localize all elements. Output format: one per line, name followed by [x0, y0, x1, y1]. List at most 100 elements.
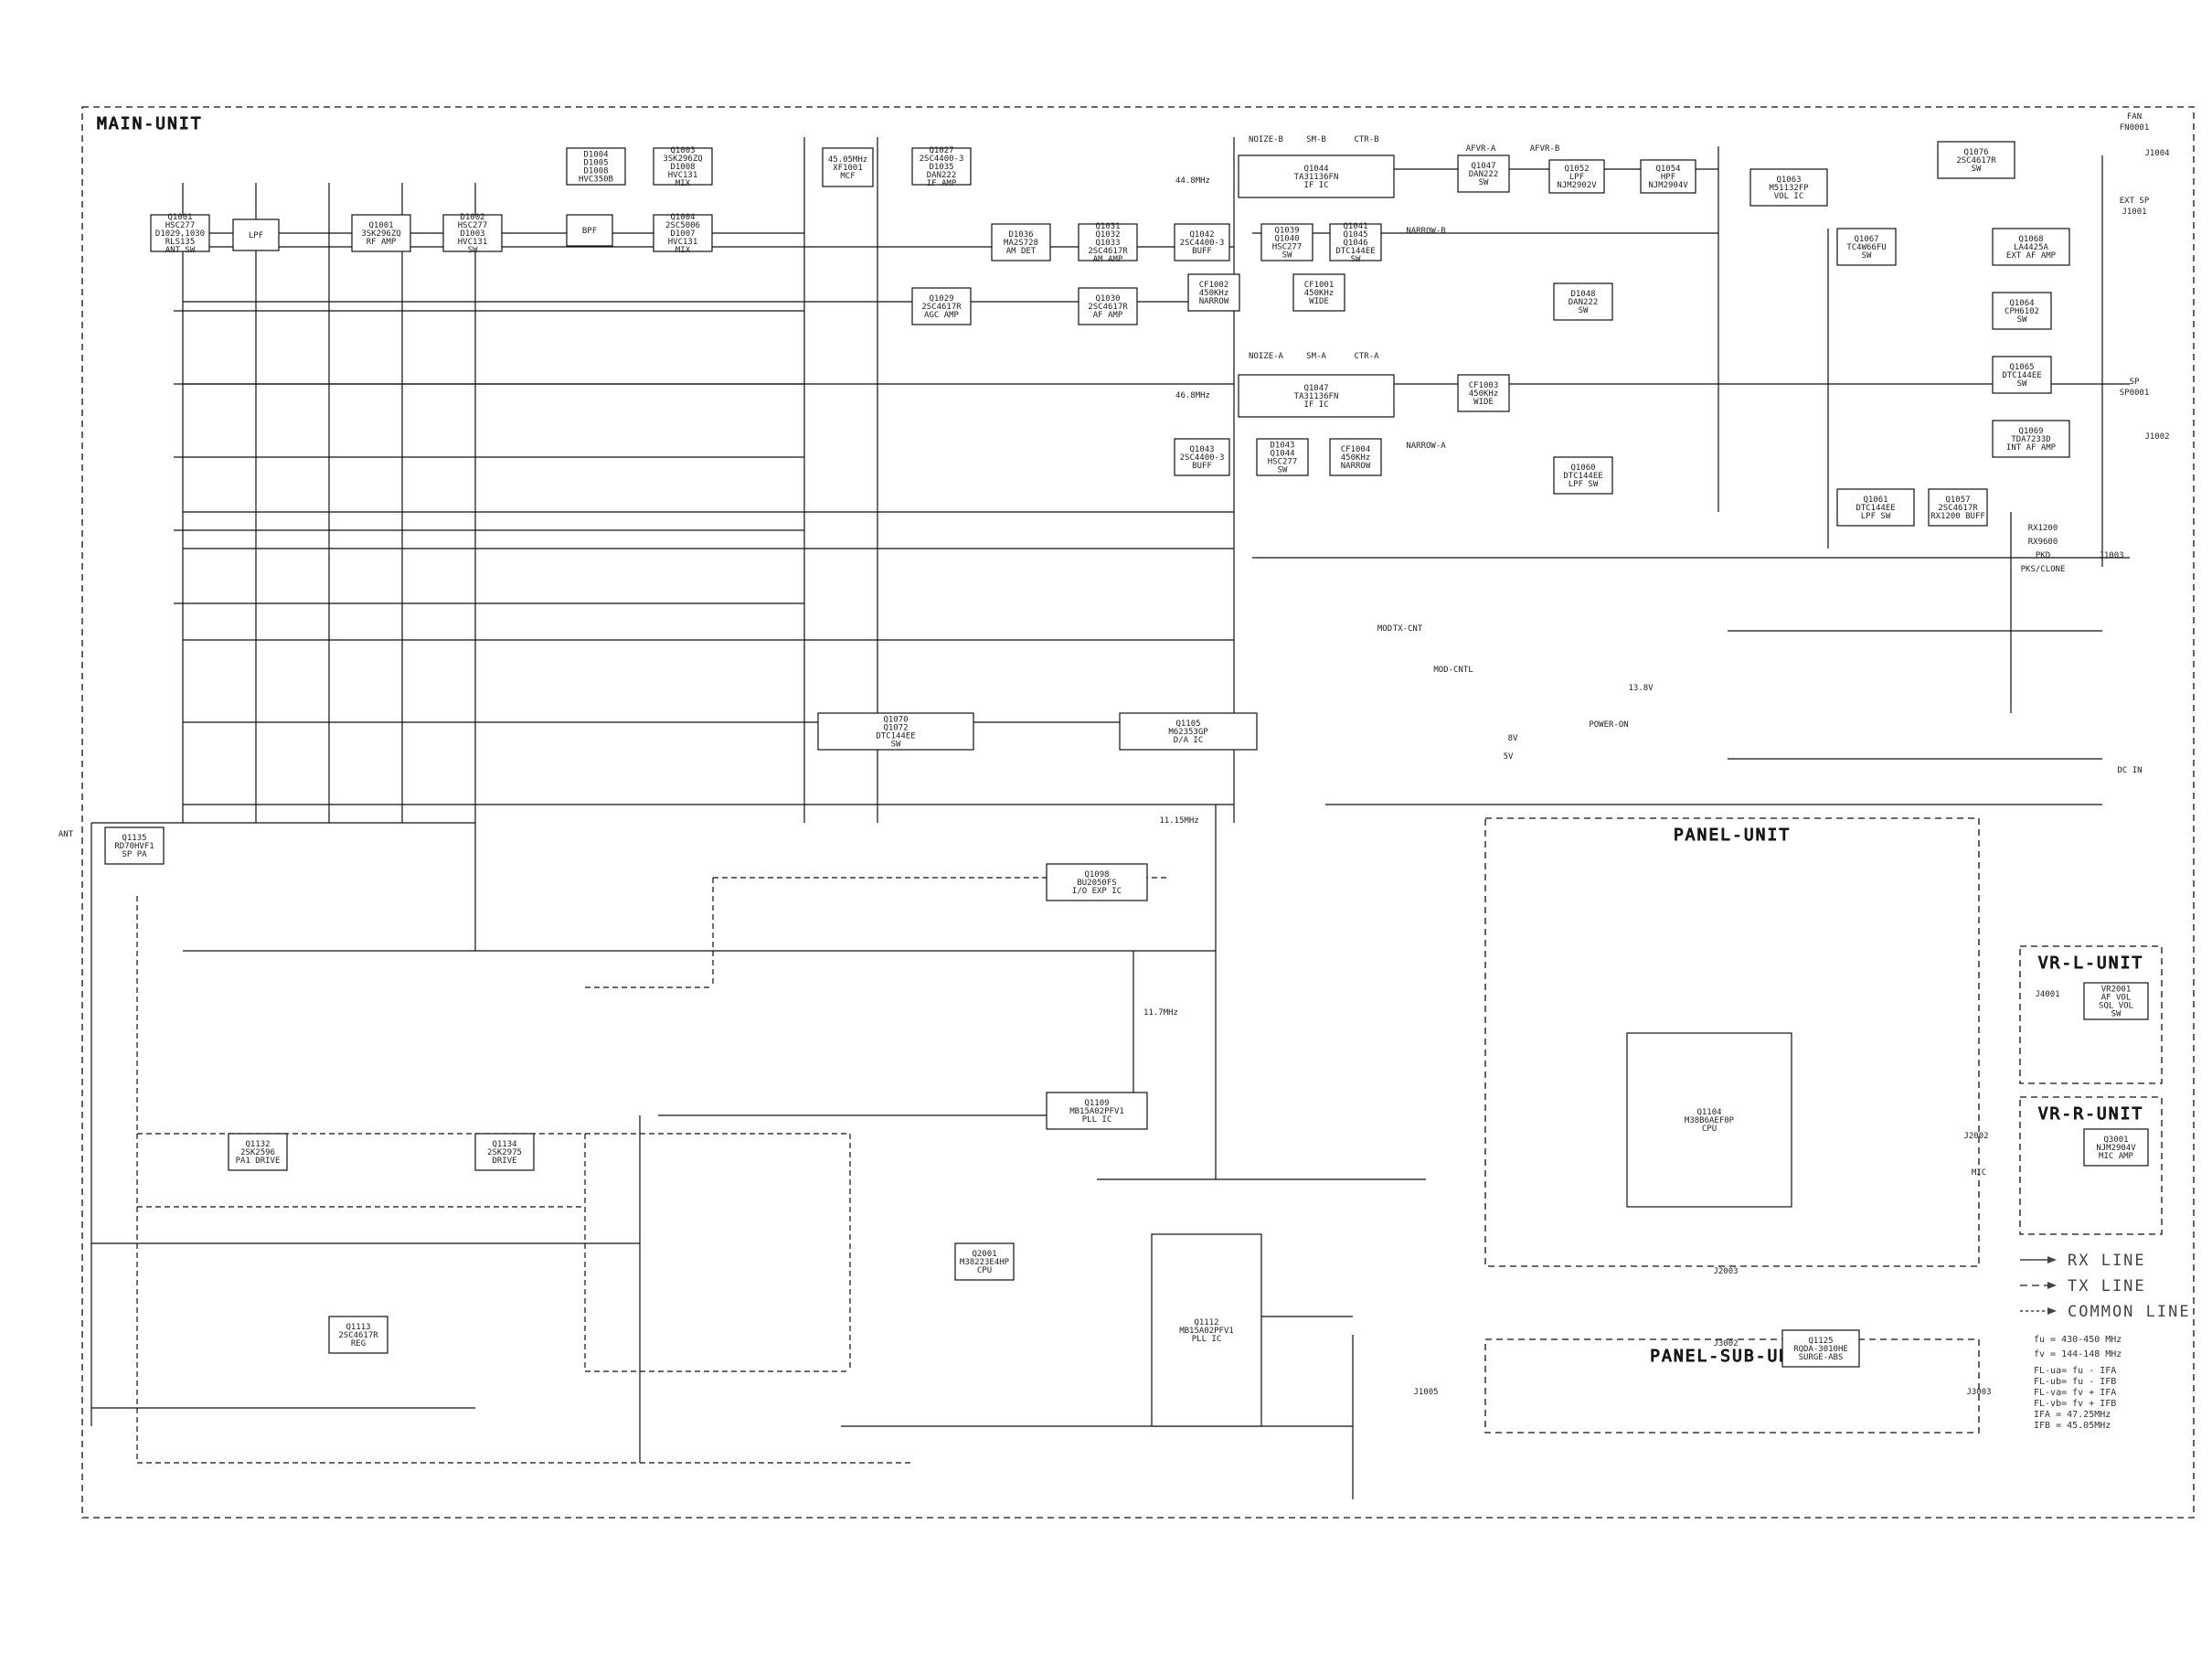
block-label: Q1112 — [1194, 1318, 1218, 1327]
block-label: M62353GP — [1168, 728, 1208, 737]
signal-label: 11.15MHz — [1159, 816, 1198, 826]
block-label: ANT SW — [165, 246, 196, 255]
block-label: Q1060 — [1570, 464, 1595, 473]
signal-label: 44.8MHz — [1175, 176, 1210, 186]
block-box — [1119, 712, 1258, 751]
block-label: 2SC4617R — [1088, 247, 1128, 256]
block-label: VOL IC — [1774, 192, 1804, 201]
block-label: Q1105 — [1175, 720, 1200, 729]
block-label: Q1104 — [1696, 1108, 1721, 1117]
block-label: MCF — [840, 172, 855, 181]
block-box — [566, 147, 626, 186]
signal-label: POWER-ON — [1589, 720, 1628, 730]
block-label: RX1200 BUFF — [1930, 512, 1985, 521]
block-label: SW — [1579, 306, 1589, 315]
block-label: 2SC5006 — [665, 221, 700, 230]
connector-label: SP0001 — [2120, 389, 2150, 398]
block-box — [104, 826, 165, 865]
block-label: CPU — [977, 1266, 992, 1275]
connector-label: J1004 — [2144, 149, 2169, 158]
block-label: D1008 — [670, 163, 695, 172]
block-label: D1036 — [1008, 230, 1033, 240]
block-label: Q1001 — [368, 221, 393, 230]
block-label: SW — [1282, 251, 1292, 261]
block-label: M38223E4HP — [960, 1258, 1010, 1267]
block-label: SW — [2111, 1010, 2122, 1019]
legend-arrow-icon — [2047, 1307, 2057, 1315]
block-label: Q1132 — [245, 1140, 270, 1149]
connector-label: J2002 — [1963, 1132, 1988, 1141]
block-label: XF1001 — [833, 164, 863, 173]
block-label: D1008 — [583, 167, 608, 176]
block-box — [1187, 273, 1240, 312]
block-label: 2SK2975 — [487, 1148, 522, 1157]
block-label: 2SC4617R — [1956, 156, 1996, 165]
block-label: HSC277 — [1272, 243, 1303, 252]
note-text: fu = 430-450 MHz — [2034, 1335, 2122, 1345]
block-box — [1046, 863, 1148, 901]
block-label: SW — [1278, 466, 1288, 475]
block-box — [1457, 374, 1510, 412]
block-box — [1238, 374, 1395, 418]
vr-r-unit-title: VR-R-UNIT — [2038, 1104, 2144, 1124]
block-box — [817, 712, 974, 751]
block-label: HVC131 — [458, 238, 488, 247]
block-label: 450KHz — [1341, 453, 1371, 463]
block-label: D/A IC — [1174, 736, 1204, 745]
block-box — [1992, 356, 2052, 394]
block-label: 2SC4617R — [1088, 303, 1128, 312]
block-box — [1457, 155, 1510, 193]
connector-label: J1002 — [2144, 432, 2169, 442]
block-label: Q1027 — [929, 146, 953, 155]
block-box — [150, 214, 210, 252]
block-box — [1260, 223, 1313, 261]
signal-label: TX-CNT — [1393, 624, 1423, 634]
main-unit-frame — [81, 106, 2195, 1519]
panel-unit-title: PANEL-UNIT — [1674, 826, 1791, 845]
signal-label: CTR-B — [1354, 135, 1378, 144]
block-label: TA31136FN — [1294, 392, 1339, 401]
block-box — [1553, 456, 1613, 495]
legend-1-label: TX LINE — [2068, 1277, 2146, 1295]
block-label: TC4W66FU — [1846, 243, 1886, 252]
block-box — [1078, 223, 1138, 261]
signal-label: NOIZE-A — [1249, 352, 1284, 361]
block-label: 2SK2596 — [240, 1148, 275, 1157]
block-box — [474, 1133, 535, 1171]
block-label: Q1067 — [1854, 235, 1878, 244]
block-label: LPF — [1569, 173, 1584, 182]
block-label: D1048 — [1570, 290, 1595, 299]
block-box — [1836, 228, 1897, 266]
connector-label: FAN — [2127, 112, 2142, 122]
block-label: SP PA — [122, 850, 147, 859]
vr-r-unit-frame — [2019, 1096, 2163, 1235]
block-b2: LPF — [232, 219, 280, 251]
signal-label: PKS/CLONE — [2021, 565, 2066, 574]
vr-l-unit-frame — [2019, 945, 2163, 1084]
block-label: D1007 — [670, 229, 695, 239]
block-box — [1238, 155, 1395, 198]
block-box — [1781, 1329, 1860, 1368]
signal-label: RX9600 — [2028, 538, 2058, 547]
block-label: IF IC — [1303, 400, 1328, 410]
block-label: 45.05MHz — [828, 155, 867, 165]
block-box — [2083, 1128, 2149, 1167]
block-label: Q1070 — [883, 716, 908, 725]
block-label: MIX — [675, 179, 691, 188]
block-label: TA31136FN — [1294, 173, 1339, 182]
block-label: RLS135 — [165, 238, 196, 247]
block-label: BU2050FS — [1077, 879, 1116, 888]
block-label: D1002 — [460, 213, 484, 222]
block-box — [1749, 168, 1828, 207]
